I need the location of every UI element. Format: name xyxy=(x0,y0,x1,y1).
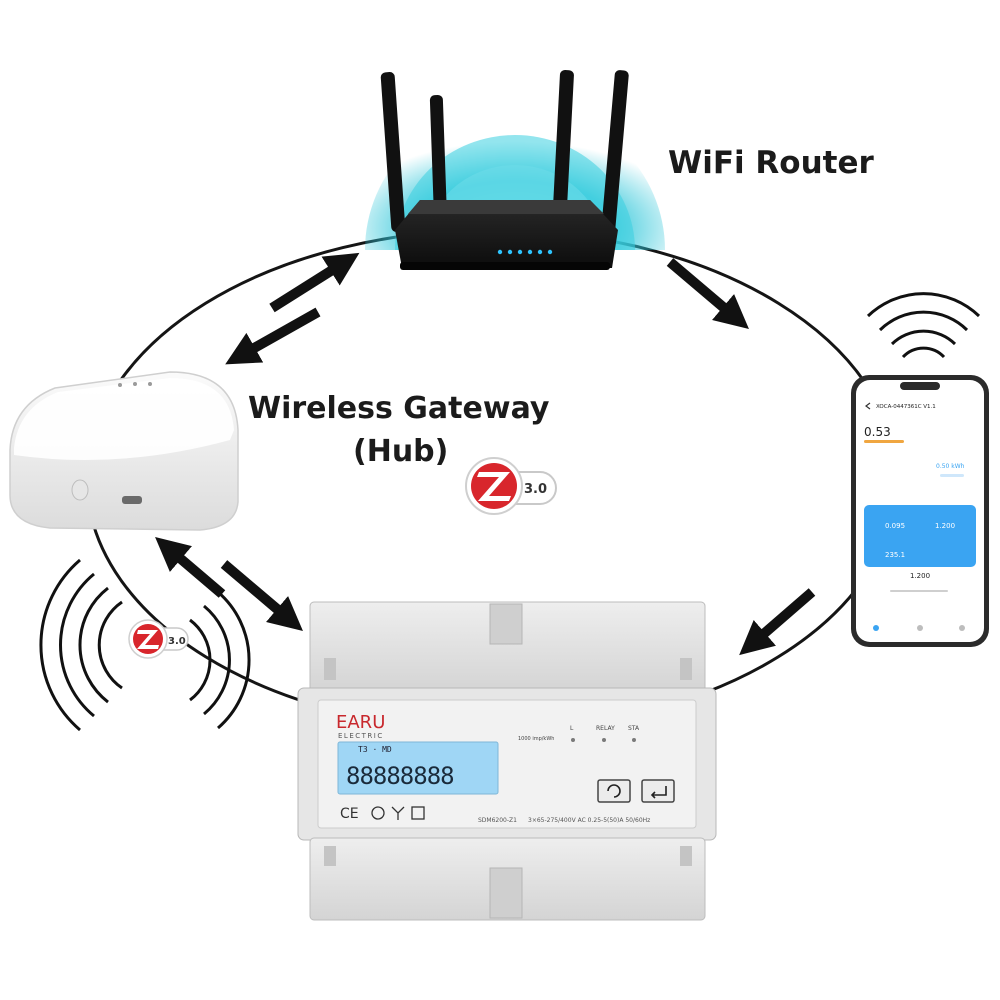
svg-text:RELAY: RELAY xyxy=(596,725,615,732)
signal-waves-icon xyxy=(39,558,251,732)
phone-readings-card xyxy=(864,505,976,567)
svg-text:3.0: 3.0 xyxy=(524,482,547,497)
wifi-waves-phone-icon xyxy=(866,292,981,359)
arrow-hub-to-router xyxy=(269,252,360,313)
zigbee-badge-large: 3.0 xyxy=(465,457,557,515)
svg-text:L: L xyxy=(570,725,574,732)
zigbee-badge-small: 3.0 xyxy=(128,619,189,659)
meter-enter-button[interactable] xyxy=(641,779,675,803)
meter-brand: EARU xyxy=(336,712,385,733)
svg-text:1000 imp/kWh: 1000 imp/kWh xyxy=(518,736,554,742)
phone-tab-profile-icon xyxy=(959,625,965,631)
info-icon xyxy=(371,806,385,820)
meter-model: SDM6200-Z1 xyxy=(478,817,517,824)
router-device xyxy=(380,69,629,270)
arrow-phone-to-meter xyxy=(739,588,816,656)
svg-text:3.0: 3.0 xyxy=(168,636,186,647)
meter-lcd-digits: 88888888 xyxy=(346,762,454,790)
svg-text:STA: STA xyxy=(628,725,640,732)
antenna-icon xyxy=(391,806,405,820)
refresh-icon xyxy=(607,784,621,798)
ce-mark: CE xyxy=(340,806,359,822)
hub-button xyxy=(71,479,89,501)
arrow-hub-to-meter xyxy=(220,560,303,631)
phone-tab-home-icon xyxy=(873,625,879,631)
enter-icon xyxy=(650,786,667,799)
svg-text:0.095: 0.095 xyxy=(885,522,905,530)
svg-text:235.1: 235.1 xyxy=(885,551,905,559)
phone-side-value: 0.50 kWh xyxy=(936,463,965,470)
gateway-label-line1: Wireless Gateway xyxy=(248,391,550,426)
meter-rating: 3×65-275/400V AC 0.25-5(50)A 50/60Hz xyxy=(528,817,650,824)
meter-brand-sub: ELECTRIC xyxy=(338,732,384,740)
phone-device-title: XOCA-0447361C V1.1 xyxy=(876,404,936,410)
phone-tab-scene-icon xyxy=(917,625,923,631)
meter-led-l xyxy=(571,738,575,742)
meter-led-sta xyxy=(632,738,636,742)
wireless-gateway-hub xyxy=(9,371,239,531)
energy-meter: EARU ELECTRIC T3 · MD 88888888 1000 imp/… xyxy=(297,601,717,921)
arrow-router-to-phone xyxy=(666,258,749,329)
meter-led-relay xyxy=(602,738,606,742)
hub-usb-port-icon xyxy=(122,496,142,504)
phone-back-icon xyxy=(865,402,871,410)
arrow-router-to-hub xyxy=(225,307,321,365)
meter-scroll-button[interactable] xyxy=(597,779,631,803)
router-label: WiFi Router xyxy=(668,145,874,181)
meter-lcd xyxy=(337,741,499,795)
smartphone: XOCA-0447361C V1.1 0.53 0.50 kWh 0.095 1… xyxy=(851,375,989,647)
gateway-label-line2: (Hub) xyxy=(353,434,448,469)
double-insulation-icon xyxy=(411,806,425,820)
svg-text:T3 · MD: T3 · MD xyxy=(358,745,392,754)
arrow-meter-to-hub xyxy=(155,536,226,598)
svg-text:1.200: 1.200 xyxy=(935,522,955,530)
phone-big-value: 0.53 xyxy=(864,425,891,439)
zigbee-z-icon xyxy=(477,472,511,501)
phone-bottom-value: 1.200 xyxy=(910,572,930,580)
